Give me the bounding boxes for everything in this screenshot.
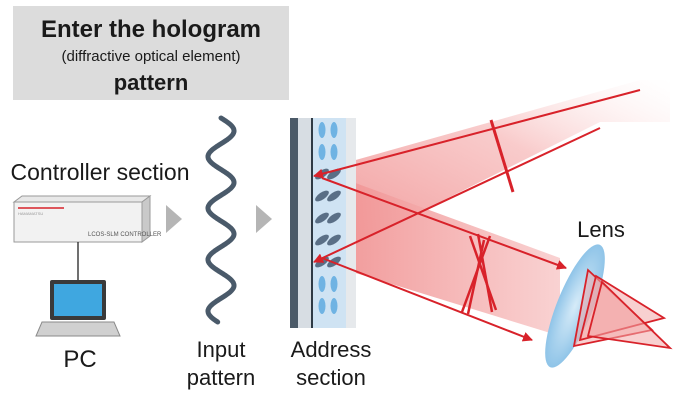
device-model-text: LCOS-SLM CONTROLLER [88,232,162,238]
lc-molecule [315,212,329,224]
lc-molecules [315,122,341,314]
crossing-wavefronts [460,233,498,315]
title-pattern: pattern [113,70,189,95]
lc-molecule [327,168,341,180]
lc-molecule [330,144,338,160]
lc-molecule [318,276,326,292]
address-section-label: Address section [276,336,386,392]
address-label-line1: Address [290,337,372,362]
controller-label: Controller section [10,159,190,185]
incoming-wavefront [489,119,515,193]
arrow-to-input [166,205,182,233]
lc-molecule [318,122,326,138]
title-heading: Enter the hologram [40,16,262,43]
lc-molecule [327,190,341,202]
incoming-arrow-top [313,89,641,179]
focus-beams [572,268,673,350]
outgoing-arrow-top [321,177,567,270]
outgoing-arrow-bottom [321,257,533,342]
input-label-line1: Input [196,337,246,362]
lc-molecule [330,276,338,292]
lc-molecule [318,144,326,160]
lens-label: Lens [577,217,625,242]
lc-molecule [330,298,338,314]
title-subtitle: (diffractive optical element) [61,48,241,65]
lc-molecule [327,212,341,224]
pc-label: PC [63,346,97,373]
input-label-line2: pattern [186,365,256,390]
controller-device: LCOS-SLM CONTROLLER HAMAMATSU [12,195,162,243]
outgoing-beam [320,170,560,336]
incoming-arrow-bottom [313,127,601,263]
input-pattern-wave [205,115,237,325]
address-label-line2: section [296,365,366,390]
arrow-to-address [256,205,272,233]
lc-molecule [315,190,329,202]
lc-molecule [327,234,341,246]
device-brand-text: HAMAMATSU [18,211,43,216]
input-pattern-label: Input pattern [176,336,266,392]
title-box: Enter the hologram (diffractive optical … [13,6,289,100]
lc-molecule [318,298,326,314]
laptop-icon [35,280,121,337]
lc-molecule [315,234,329,246]
lc-molecule [330,122,338,138]
